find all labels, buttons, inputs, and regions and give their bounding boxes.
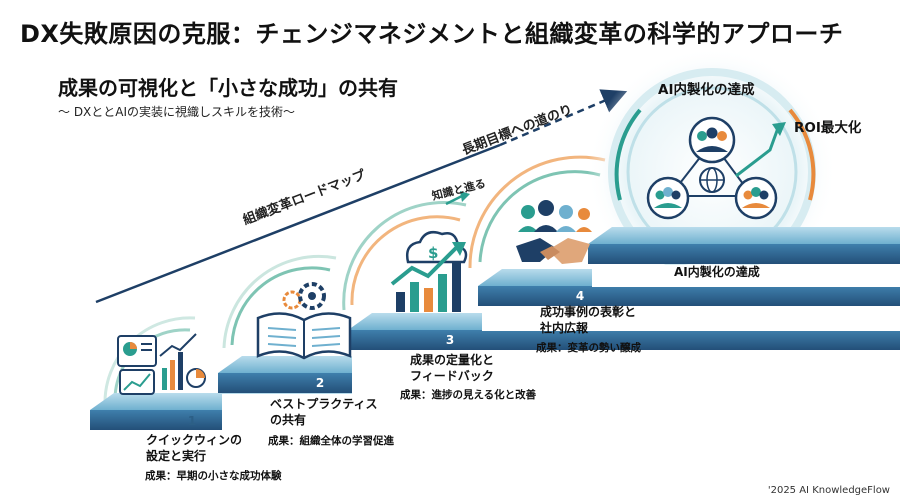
svg-text:$: $ <box>428 244 438 262</box>
page-title: DX失敗原因の克服：チェンジマネジメントと組織変革の科学的アプローチ <box>20 20 844 48</box>
roadmap-arrow-line <box>95 143 501 304</box>
goal-label-inhouse-ai: AI内製化の達成 <box>658 82 755 98</box>
step-4-title: 成功事例の表彰と 社内広報 <box>540 304 636 336</box>
step-1-title-line1: クイックウィンの <box>146 433 243 447</box>
step-1-title-line2: 設定と実行 <box>146 449 207 463</box>
goal-network-icon <box>646 116 786 220</box>
team-handshake-icon <box>516 200 592 264</box>
step-2-title: ベストプラクティス の共有 <box>270 396 378 428</box>
long-term-arrow-dashed <box>499 89 628 147</box>
step-4-title-line1: 成功事例の表彰と <box>540 305 637 319</box>
copyright-footer: '2025 AI KnowledgeFlow <box>767 485 890 496</box>
step-3-title-line1: 成果の定量化と <box>410 353 495 367</box>
step-4-title-line2: 社内広報 <box>540 321 589 335</box>
swirl-arcs <box>103 155 606 406</box>
step-top <box>588 227 900 264</box>
step-3-number: 3 <box>445 333 455 347</box>
step-4-result: 成果：変革の勢い醸成 <box>536 342 641 354</box>
cloud-growth-chart-icon: $ <box>390 231 468 312</box>
step-2-number: 2 <box>315 376 325 390</box>
step-3-result: 成果：進捗の見える化と改善 <box>400 389 537 401</box>
step-2-title-line1: ベストプラクティス <box>270 397 378 411</box>
step-2-result: 成果：組織全体の学習促進 <box>268 435 394 447</box>
knowledge-arrowhead <box>460 191 470 202</box>
step-3-title: 成果の定量化と フィードバック <box>410 352 494 384</box>
step-1-number: 1 <box>187 414 197 428</box>
dashboard-icon <box>117 333 206 395</box>
top-step-label: AI内製化の達成 <box>674 265 760 279</box>
section-tagline: ～ DXととAIの実装に視織しスキルを技術～ <box>58 105 296 119</box>
step-4-number: 4 <box>575 289 585 303</box>
book-gears-icon <box>256 282 352 360</box>
knowledge-arrow <box>445 194 463 206</box>
step-1-title: クイックウィンの 設定と実行 <box>146 432 242 464</box>
goal-label-roi: ROI最大化 <box>794 120 862 136</box>
step-1-result: 成果：早期の小さな成功体験 <box>145 470 282 482</box>
step-2-title-line2: の共有 <box>270 413 307 427</box>
step-3-title-line2: フィードバック <box>410 369 494 383</box>
section-subtitle: 成果の可視化と「小さな成功」の共有 <box>58 76 398 100</box>
